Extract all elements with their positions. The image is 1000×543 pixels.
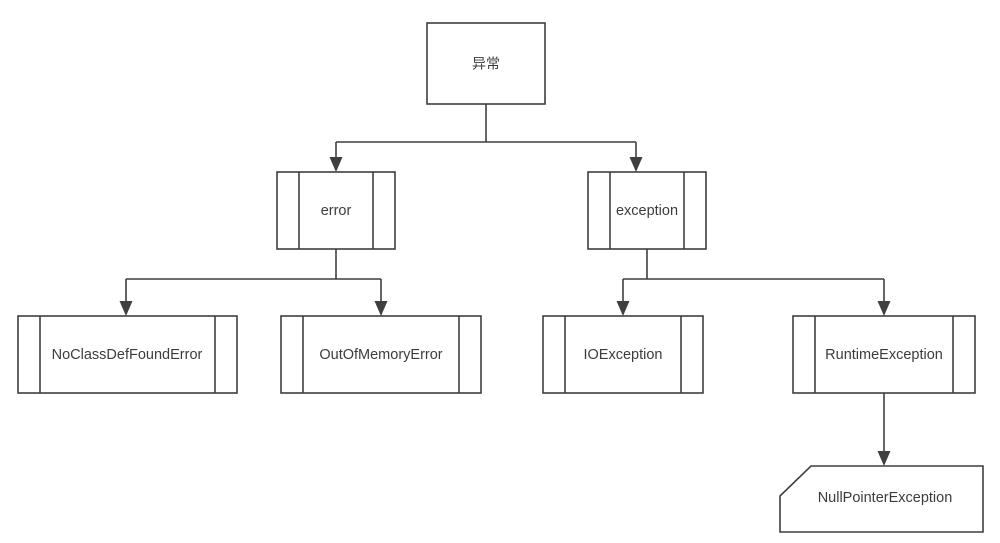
node-noclassdeffounderror-shape [17, 315, 238, 394]
node-ioexception-shape [542, 315, 704, 394]
node-ioexception[interactable]: IOException [542, 315, 704, 394]
node-nullpointerexception-label: NullPointerException [818, 490, 953, 506]
node-nullpointerexception[interactable]: NullPointerException [779, 465, 984, 533]
node-exception[interactable]: exception [587, 171, 707, 250]
node-runtimeexception-shape [792, 315, 976, 394]
node-root-shape [426, 22, 546, 105]
arrowhead-root-to-error [329, 157, 343, 172]
arrowhead-error-to-outofmemoryerror [374, 301, 388, 316]
node-outofmemoryerror-label: OutOfMemoryError [319, 347, 442, 363]
node-exception-shape [587, 171, 707, 250]
arrowhead-runtimeexception-to-nullpointerexception [877, 451, 891, 466]
node-outofmemoryerror-shape [280, 315, 482, 394]
node-runtimeexception[interactable]: RuntimeException [792, 315, 976, 394]
node-noclassdeffounderror[interactable]: NoClassDefFoundError [17, 315, 238, 394]
node-runtimeexception-label: RuntimeException [825, 347, 943, 363]
arrowhead-exception-to-runtimeexception [877, 301, 891, 316]
node-root-label: 异常 [472, 56, 500, 72]
arrowhead-error-to-noclassdeffounderror [119, 301, 133, 316]
connector-group [119, 104, 891, 466]
node-noclassdeffounderror-label: NoClassDefFoundError [52, 347, 203, 363]
node-ioexception-label: IOException [584, 347, 663, 363]
node-root[interactable]: 异常 [426, 22, 546, 105]
node-exception-label: exception [616, 203, 678, 219]
node-outofmemoryerror[interactable]: OutOfMemoryError [280, 315, 482, 394]
node-error[interactable]: error [276, 171, 396, 250]
node-error-shape [276, 171, 396, 250]
arrowhead-exception-to-ioexception [616, 301, 630, 316]
node-error-label: error [321, 203, 352, 219]
arrowhead-root-to-exception [629, 157, 643, 172]
node-nullpointerexception-shape [779, 465, 984, 533]
